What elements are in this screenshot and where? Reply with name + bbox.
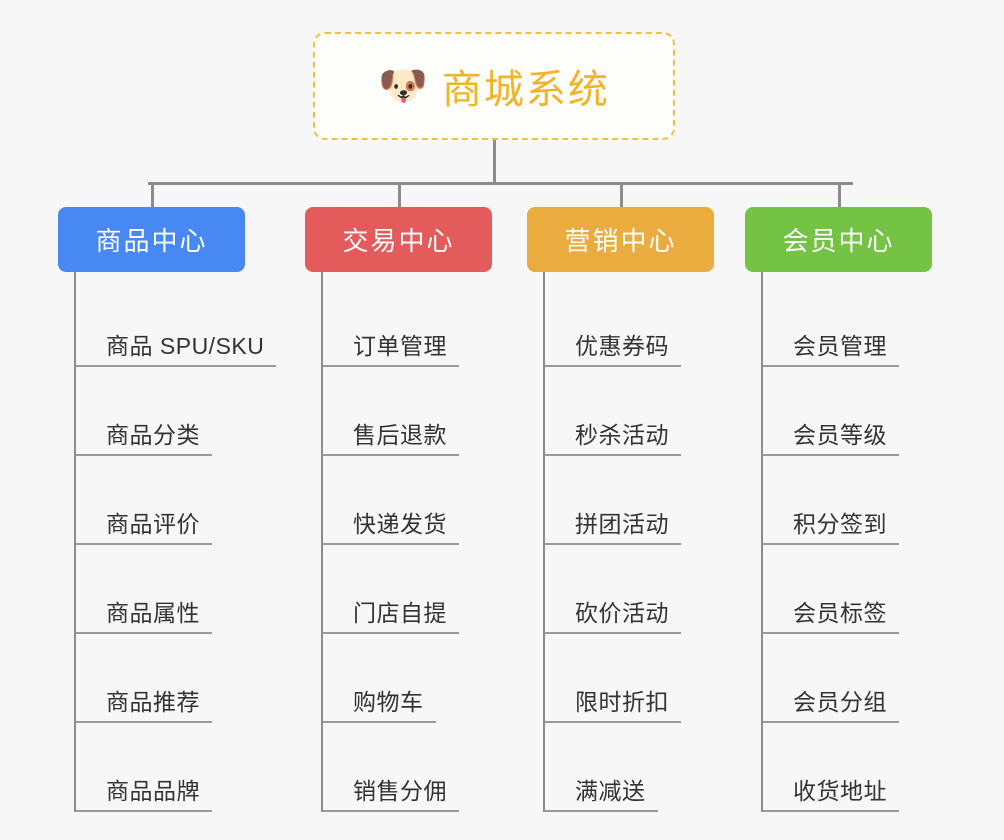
leaf-item-label: 会员分组 <box>793 689 887 715</box>
category-box-4[interactable]: 会员中心 <box>745 207 932 272</box>
leaf-item[interactable]: 满减送 <box>545 723 732 812</box>
leaf-item-underline <box>545 632 681 634</box>
leaf-item-underline <box>323 632 459 634</box>
leaf-item-label: 商品推荐 <box>106 689 200 715</box>
leaf-item[interactable]: 快递发货 <box>323 456 510 545</box>
connector-drop-4 <box>838 182 841 207</box>
leaf-item-underline <box>545 454 681 456</box>
leaf-item[interactable]: 门店自提 <box>323 545 510 634</box>
leaf-item[interactable]: 会员等级 <box>763 367 950 456</box>
leaf-list-1: 商品 SPU/SKU 商品分类商品评价商品属性商品推荐商品品牌 <box>74 272 276 812</box>
leaf-item-label: 收货地址 <box>793 778 887 804</box>
leaf-item[interactable]: 砍价活动 <box>545 545 732 634</box>
connector-root-vertical <box>493 140 496 184</box>
leaf-item-label: 拼团活动 <box>575 511 669 537</box>
leaf-item[interactable]: 会员分组 <box>763 634 950 723</box>
leaf-item-underline <box>545 365 681 367</box>
leaf-item-underline <box>763 721 899 723</box>
connector-drop-2 <box>398 182 401 207</box>
leaf-item-label: 商品分类 <box>106 422 200 448</box>
leaf-item-underline <box>545 810 658 812</box>
leaf-item[interactable]: 商品 SPU/SKU <box>76 278 276 367</box>
leaf-item-underline <box>763 543 899 545</box>
leaf-item-label: 积分签到 <box>793 511 887 537</box>
category-label-2: 交易中心 <box>342 226 455 256</box>
leaf-item[interactable]: 会员管理 <box>763 278 950 367</box>
root-node-mall-system[interactable]: 🐶 商城系统 <box>313 32 675 140</box>
leaf-item-label: 会员标签 <box>793 600 887 626</box>
connector-drop-1 <box>151 182 154 207</box>
connector-drop-3 <box>620 182 623 207</box>
leaf-item-label: 会员管理 <box>793 333 887 359</box>
leaf-item-underline <box>323 543 459 545</box>
leaf-item-label: 秒杀活动 <box>575 422 669 448</box>
category-box-3[interactable]: 营销中心 <box>527 207 714 272</box>
leaf-item-underline <box>763 365 899 367</box>
leaf-item-underline <box>76 810 212 812</box>
leaf-item-underline <box>323 365 459 367</box>
leaf-item-underline <box>323 721 436 723</box>
leaf-item-underline <box>76 365 276 367</box>
leaf-item-underline <box>76 454 212 456</box>
category-column-4: 会员中心会员管理会员等级积分签到会员标签会员分组收货地址 <box>745 207 950 812</box>
category-column-1: 商品中心商品 SPU/SKU 商品分类商品评价商品属性商品推荐商品品牌 <box>58 207 276 812</box>
leaf-item[interactable]: 销售分佣 <box>323 723 510 812</box>
leaf-item[interactable]: 商品推荐 <box>76 634 263 723</box>
leaf-item[interactable]: 拼团活动 <box>545 456 732 545</box>
leaf-item-label: 商品属性 <box>106 600 200 626</box>
leaf-list-3: 优惠券码秒杀活动拼团活动砍价活动限时折扣满减送 <box>543 272 732 812</box>
leaf-item-underline <box>763 810 899 812</box>
leaf-item-label: 订单管理 <box>353 333 447 359</box>
category-label-1: 商品中心 <box>95 226 208 256</box>
leaf-item[interactable]: 积分签到 <box>763 456 950 545</box>
leaf-item-label: 门店自提 <box>353 600 447 626</box>
leaf-item-underline <box>76 543 212 545</box>
category-box-1[interactable]: 商品中心 <box>58 207 245 272</box>
leaf-item-label: 满减送 <box>575 778 646 804</box>
leaf-item-underline <box>76 632 212 634</box>
category-label-3: 营销中心 <box>564 226 677 256</box>
leaf-item[interactable]: 秒杀活动 <box>545 367 732 456</box>
leaf-item-label: 商品 SPU/SKU <box>106 333 265 359</box>
category-column-2: 交易中心订单管理售后退款快递发货门店自提购物车销售分佣 <box>305 207 510 812</box>
connector-horizontal-bus <box>148 182 853 185</box>
leaf-item-label: 快递发货 <box>353 511 447 537</box>
leaf-item-label: 会员等级 <box>793 422 887 448</box>
leaf-item-label: 售后退款 <box>353 422 447 448</box>
leaf-item[interactable]: 优惠券码 <box>545 278 732 367</box>
leaf-item-underline <box>763 632 899 634</box>
leaf-list-4: 会员管理会员等级积分签到会员标签会员分组收货地址 <box>761 272 950 812</box>
leaf-item[interactable]: 会员标签 <box>763 545 950 634</box>
root-node-title: 商城系统 <box>441 68 610 112</box>
leaf-item[interactable]: 售后退款 <box>323 367 510 456</box>
leaf-item-underline <box>323 454 459 456</box>
category-label-4: 会员中心 <box>782 226 895 256</box>
category-column-3: 营销中心优惠券码秒杀活动拼团活动砍价活动限时折扣满减送 <box>527 207 732 812</box>
leaf-item-underline <box>76 721 212 723</box>
dog-face-icon: 🐶 <box>378 64 428 108</box>
leaf-item[interactable]: 限时折扣 <box>545 634 732 723</box>
leaf-item[interactable]: 收货地址 <box>763 723 950 812</box>
leaf-item-label: 砍价活动 <box>575 600 669 626</box>
leaf-item-label: 商品品牌 <box>106 778 200 804</box>
leaf-item-underline <box>545 721 681 723</box>
leaf-item-underline <box>323 810 459 812</box>
leaf-item-label: 购物车 <box>353 689 424 715</box>
leaf-item[interactable]: 商品品牌 <box>76 723 263 812</box>
leaf-item-label: 商品评价 <box>106 511 200 537</box>
category-box-2[interactable]: 交易中心 <box>305 207 492 272</box>
leaf-item[interactable]: 商品评价 <box>76 456 263 545</box>
leaf-item-label: 优惠券码 <box>575 333 669 359</box>
leaf-item[interactable]: 订单管理 <box>323 278 510 367</box>
leaf-item[interactable]: 商品属性 <box>76 545 263 634</box>
leaf-item-underline <box>763 454 899 456</box>
leaf-item[interactable]: 购物车 <box>323 634 510 723</box>
leaf-item-label: 销售分佣 <box>353 778 447 804</box>
leaf-item[interactable]: 商品分类 <box>76 367 263 456</box>
leaf-item-label: 限时折扣 <box>575 689 669 715</box>
leaf-list-2: 订单管理售后退款快递发货门店自提购物车销售分佣 <box>321 272 510 812</box>
leaf-item-underline <box>545 543 681 545</box>
